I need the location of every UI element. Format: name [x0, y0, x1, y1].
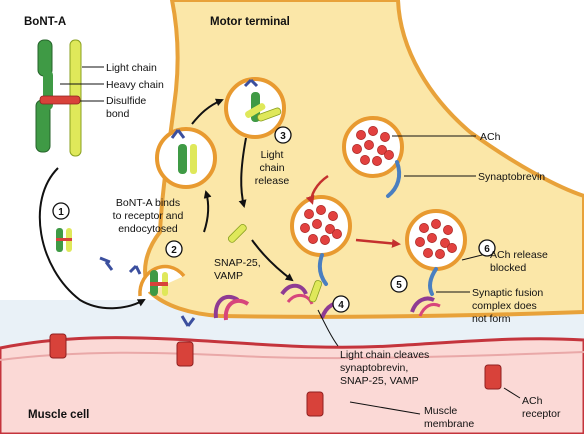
binds-label: endocytosed [118, 223, 178, 235]
cleaves-label: synaptobrevin, [340, 362, 408, 374]
svg-text:2: 2 [171, 245, 177, 256]
ach-receptor [177, 342, 193, 366]
snap25-label: SNAP-25, [214, 257, 261, 269]
ach-vesicle [344, 118, 402, 176]
ach-vesicle [407, 211, 465, 269]
bont-a-title: BoNT-A [24, 16, 66, 28]
step-marker: 5 [391, 276, 407, 292]
fusion-label: not form [472, 313, 511, 325]
vesicle [157, 129, 215, 187]
ach-label: ACh [480, 131, 501, 143]
release-label: release [255, 175, 290, 187]
light-chain-label: Light chain [106, 62, 157, 74]
ach-vesicle [292, 197, 350, 255]
vesicle [226, 79, 284, 137]
heavy-chain-label: Heavy chain [106, 79, 164, 91]
release-label: chain [259, 162, 284, 174]
step-marker: 3 [275, 127, 291, 143]
step-marker: 1 [53, 203, 69, 219]
svg-text:4: 4 [338, 300, 344, 311]
receptor-label: ACh [522, 395, 543, 407]
disulfide-label: bond [106, 108, 130, 120]
ach-receptor [485, 365, 501, 389]
fusion-label: complex does [472, 300, 537, 312]
cleaves-label: SNAP-25, VAMP [340, 375, 419, 387]
motor-terminal-title: Motor terminal [210, 16, 290, 28]
receptor-label: receptor [522, 408, 561, 420]
membrane-label: Muscle [424, 405, 457, 417]
binds-label: to receptor and [113, 210, 184, 222]
disulfide-label: Disulfide [106, 95, 146, 107]
binds-label: BoNT-A binds [116, 197, 180, 209]
ach-receptor [50, 334, 66, 358]
ach-receptor [307, 392, 323, 416]
muscle-cell-label: Muscle cell [28, 409, 89, 421]
step-marker: 4 [333, 296, 349, 312]
svg-text:3: 3 [280, 131, 286, 142]
svg-text:5: 5 [396, 280, 402, 291]
cleaves-label: Light chain cleaves [340, 349, 429, 361]
release-label: Light [261, 149, 284, 161]
svg-text:1: 1 [58, 207, 64, 218]
ach-blocked-label: blocked [490, 262, 526, 274]
snap25-label: VAMP [214, 270, 243, 282]
membrane-label: membrane [424, 418, 474, 430]
fusion-label: Synaptic fusion [472, 287, 543, 299]
synaptobrevin-label: Synaptobrevin [478, 171, 545, 183]
step-marker: 2 [166, 241, 182, 257]
ach-blocked-label: ACh release [490, 249, 548, 261]
